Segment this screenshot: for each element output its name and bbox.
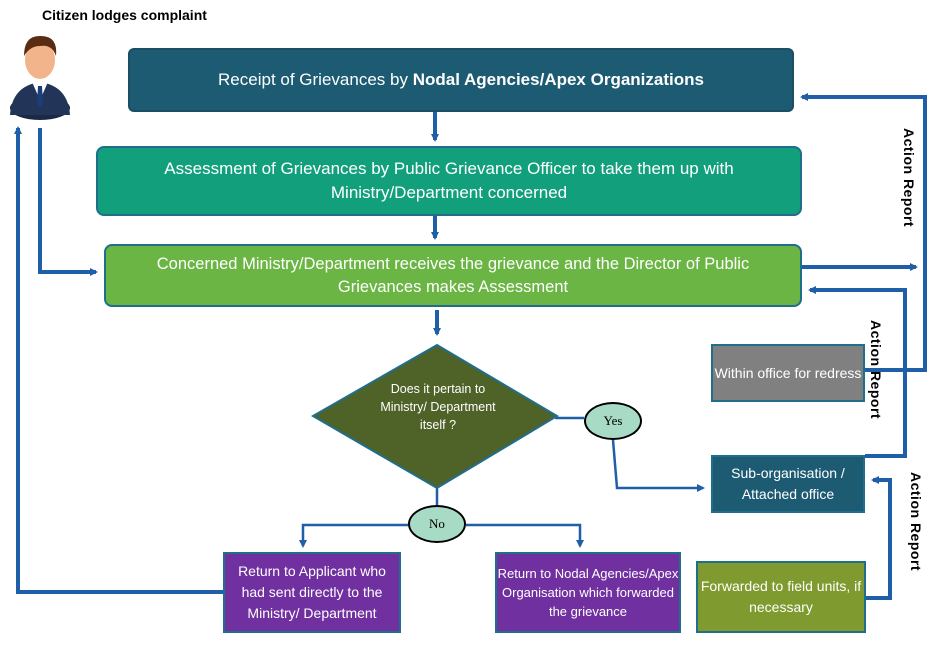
arrow-citizen-to-concerned	[38, 128, 98, 276]
receipt-text: Receipt of Grievances by	[218, 70, 413, 89]
within-office-box: Within office for redress	[711, 344, 865, 402]
decision-text: Does it pertain to Ministry/ Department …	[380, 382, 496, 432]
receipt-bold: Nodal Agencies/Apex Organizations	[412, 70, 704, 89]
return-nodal-box: Return to Nodal Agencies/Apex Organisati…	[495, 552, 681, 633]
sub-organisation-box: Sub-organisation / Attached office	[711, 455, 865, 513]
citizen-label: Citizen lodges complaint	[42, 7, 207, 23]
arrow-action-report-top	[800, 93, 927, 372]
receipt-box: Receipt of Grievances by Nodal Agencies/…	[128, 48, 794, 112]
arrow-action-report-field	[866, 476, 892, 600]
no-oval: No	[408, 505, 466, 543]
yes-oval: Yes	[584, 402, 642, 440]
action-report-label-3: Action Report	[908, 472, 924, 572]
decision-diamond	[310, 343, 559, 490]
return-applicant-box: Return to Applicant who had sent directl…	[223, 552, 401, 633]
arrow-return-to-citizen	[14, 126, 223, 594]
concerned-box: Concerned Ministry/Department receives t…	[104, 244, 802, 307]
action-report-label-1: Action Report	[901, 128, 917, 228]
action-report-label-2: Action Report	[868, 320, 884, 420]
arrow-action-report-sub	[808, 286, 907, 458]
assessment-box: Assessment of Grievances by Public Griev…	[96, 146, 802, 216]
field-units-box: Forwarded to field units, if necessary	[696, 561, 866, 633]
citizen-avatar-icon	[10, 35, 70, 120]
